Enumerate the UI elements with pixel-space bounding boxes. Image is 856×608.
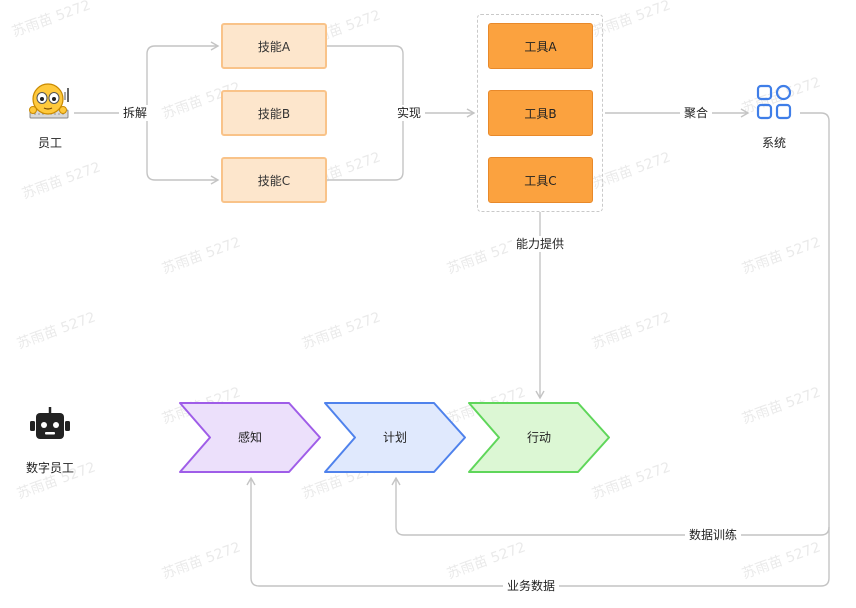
edge-label-implement: 实现 bbox=[392, 105, 426, 121]
edge-to-skill-a bbox=[146, 41, 220, 113]
stage-perceive-label: 感知 bbox=[238, 430, 262, 445]
tools-group bbox=[477, 14, 603, 212]
system-apps-icon bbox=[756, 84, 792, 120]
edge-label-decompose: 拆解 bbox=[118, 105, 152, 121]
employee-label: 员工 bbox=[37, 136, 63, 150]
edge-label-aggregate: 聚合 bbox=[679, 105, 713, 121]
skill-b-box: 技能B bbox=[221, 90, 327, 136]
edge-training-data bbox=[391, 112, 830, 536]
stage-perceive-chevron: 感知 bbox=[179, 402, 321, 473]
stage-action-chevron: 行动 bbox=[468, 402, 610, 473]
digital-employee-label: 数字员工 bbox=[25, 461, 75, 475]
tool-c-box: 工具C bbox=[488, 157, 593, 203]
tool-b-box: 工具B bbox=[488, 90, 593, 136]
skill-c-box: 技能C bbox=[221, 157, 327, 203]
skill-a-box: 技能A bbox=[221, 23, 327, 69]
stage-plan-label: 计划 bbox=[383, 431, 407, 445]
stage-action-label: 行动 bbox=[527, 431, 551, 445]
employee-emoji-icon bbox=[26, 80, 74, 122]
edge-label-training-data: 数据训练 bbox=[684, 527, 742, 543]
robot-icon bbox=[28, 405, 72, 443]
edge-to-skill-c bbox=[146, 113, 220, 185]
edge-label-provide: 能力提供 bbox=[511, 236, 569, 252]
tool-a-box: 工具A bbox=[488, 23, 593, 69]
system-label: 系统 bbox=[761, 136, 787, 150]
stage-plan-chevron: 计划 bbox=[324, 402, 466, 473]
edge-label-business-data: 业务数据 bbox=[502, 578, 560, 594]
